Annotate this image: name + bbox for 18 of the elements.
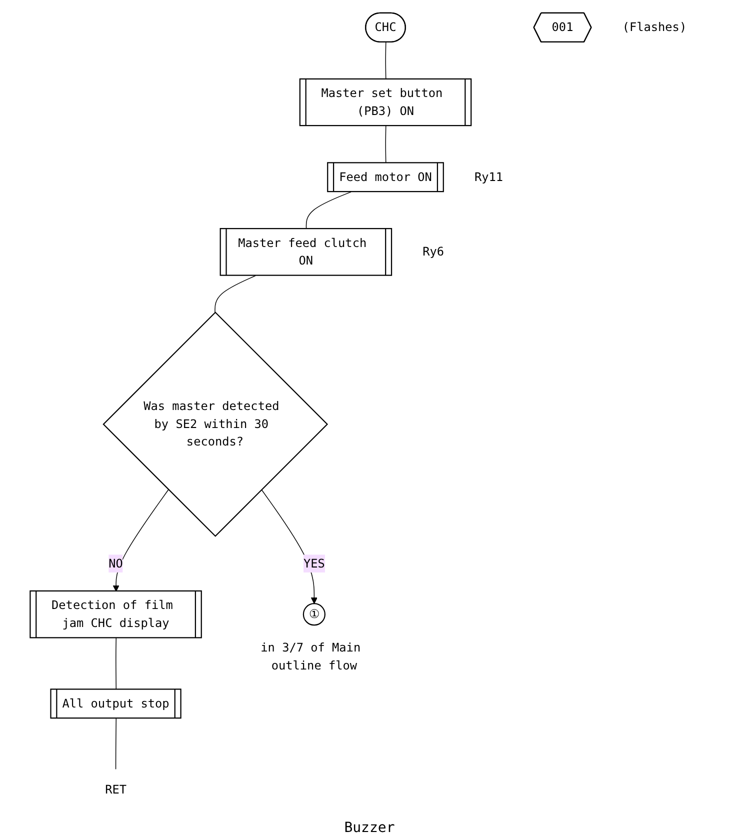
note-text: Buzzer <box>344 820 395 836</box>
node-label: (Flashes) <box>622 20 687 34</box>
edge-label: NO <box>108 556 123 570</box>
connector <box>116 638 117 690</box>
node-label: Ry6 <box>422 244 444 259</box>
arrow <box>112 489 169 592</box>
connector <box>385 42 386 80</box>
node-label: Ry11 <box>474 170 504 184</box>
arrow <box>261 489 318 604</box>
edge-label: YES <box>303 556 325 570</box>
node-text: RET <box>105 782 126 796</box>
node-label: in 3/7 of Main outline flow <box>260 640 361 672</box>
connector <box>115 718 117 770</box>
connector <box>306 192 352 230</box>
connector <box>385 126 386 164</box>
node-circle: ① <box>302 603 326 626</box>
node-diamond: Was master detected by SE2 within 30 seconds? <box>102 312 328 537</box>
connector <box>214 275 256 313</box>
